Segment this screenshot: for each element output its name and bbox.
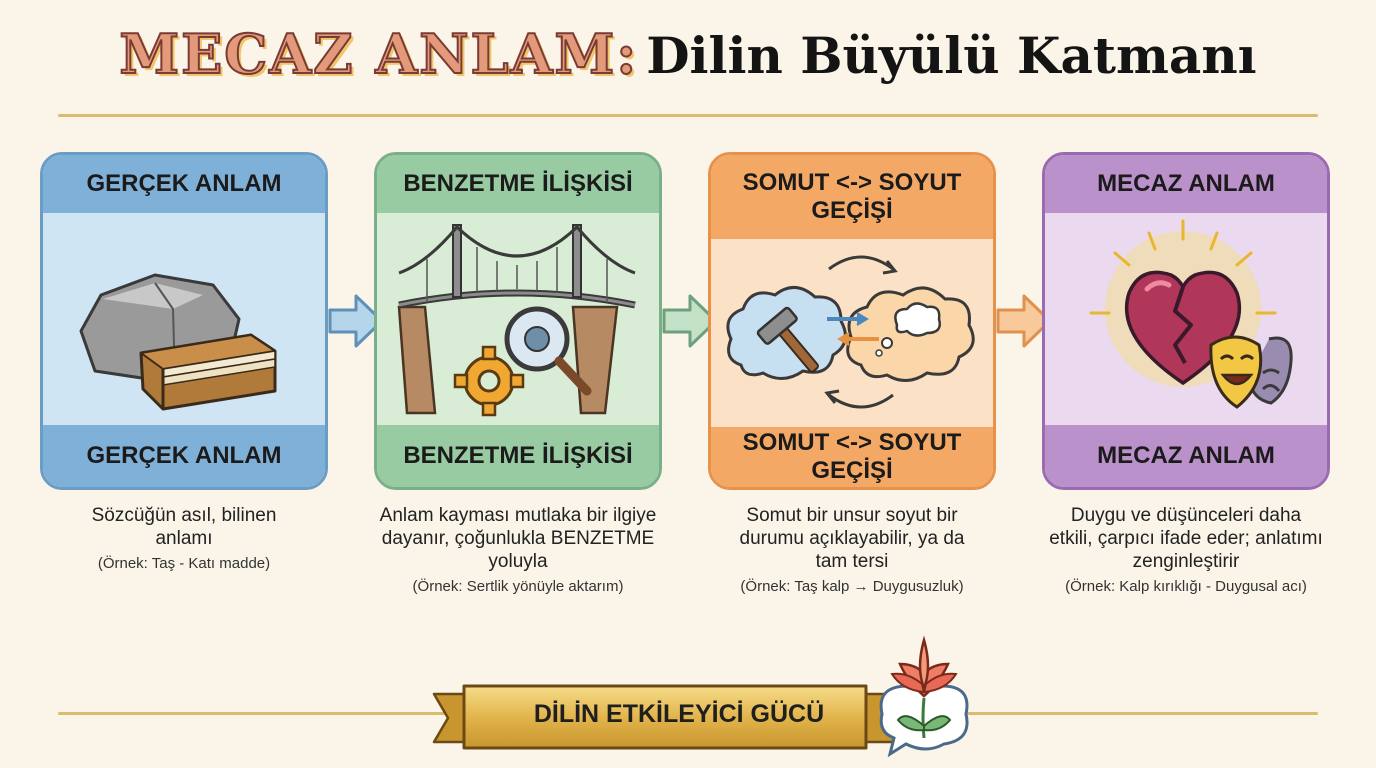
description-text: Somut bir unsur soyut bir durumu açıklay… — [739, 505, 965, 572]
step-card-title: GERÇEK ANLAM — [43, 155, 325, 213]
title-divider — [58, 114, 1318, 117]
step-description-1: Sözcüğün asıl, bilinen anlamı (Örnek: Ta… — [25, 504, 343, 574]
step-card-title: MECAZ ANLAM — [1045, 155, 1327, 213]
description-example: (Örnek: Taş - Katı madde) — [97, 555, 271, 572]
lotus-flower-icon — [879, 635, 969, 758]
arrow-right-icon — [328, 294, 384, 348]
step-card-title: BENZETME İLİŞKİSİ — [377, 155, 659, 213]
step-card-mecaz-anlam: MECAZ ANLAM MECAZ ANLAM — [1042, 152, 1330, 490]
step-card-footer: SOMUT <-> SOYUT GEÇİŞİ — [711, 427, 993, 487]
hammer-thought-clouds-icon — [711, 239, 993, 427]
description-text: Sözcüğün asıl, bilinen anlamı — [91, 505, 277, 549]
step-card-somut-soyut-gecisi: SOMUT <-> SOYUT GEÇİŞİ SOMUT <-> SOYUT G… — [708, 152, 996, 490]
description-example: (Örnek: Sertlik yönüyle aktarım) — [412, 578, 624, 595]
step-description-3: Somut bir unsur soyut bir durumu açıklay… — [693, 504, 1011, 597]
step-description-2: Anlam kayması mutlaka bir ilgiye dayanır… — [359, 504, 677, 597]
step-card-footer: GERÇEK ANLAM — [43, 425, 325, 487]
stone-and-book-icon — [43, 213, 325, 425]
bridge-gears-magnifier-icon — [377, 213, 659, 425]
banner-label: DİLİN ETKİLEYİCİ GÜCÜ — [533, 700, 825, 728]
page-title: MECAZ ANLAM:Dilin Büyülü Katmanı — [0, 21, 1376, 87]
step-description-4: Duygu ve düşünceleri daha etkili, çarpıc… — [1027, 504, 1345, 597]
description-example: (Örnek: Kalp kırıklığı - Duygusal acı) — [1065, 578, 1307, 595]
arrow-right-icon — [662, 294, 718, 348]
description-text: Anlam kayması mutlaka bir ilgiye dayanır… — [379, 505, 657, 572]
step-card-gercek-anlam: GERÇEK ANLAM GERÇEK ANLAM — [40, 152, 328, 490]
description-text: Duygu ve düşünceleri daha etkili, çarpıc… — [1049, 505, 1323, 572]
arrow-right-icon — [996, 294, 1052, 348]
step-card-title: SOMUT <-> SOYUT GEÇİŞİ — [711, 155, 993, 239]
step-card-benzetme-iliskisi: BENZETME İLİŞKİSİ — [374, 152, 662, 490]
step-card-footer: BENZETME İLİŞKİSİ — [377, 425, 659, 487]
description-example: (Örnek: Taş kalp → Duygusuzluk) — [740, 578, 964, 595]
broken-heart-masks-icon — [1045, 213, 1327, 425]
title-rest: Dilin Büyülü Katmanı — [646, 26, 1257, 85]
step-card-footer: MECAZ ANLAM — [1045, 425, 1327, 487]
title-accent: MECAZ ANLAM: — [118, 21, 639, 87]
